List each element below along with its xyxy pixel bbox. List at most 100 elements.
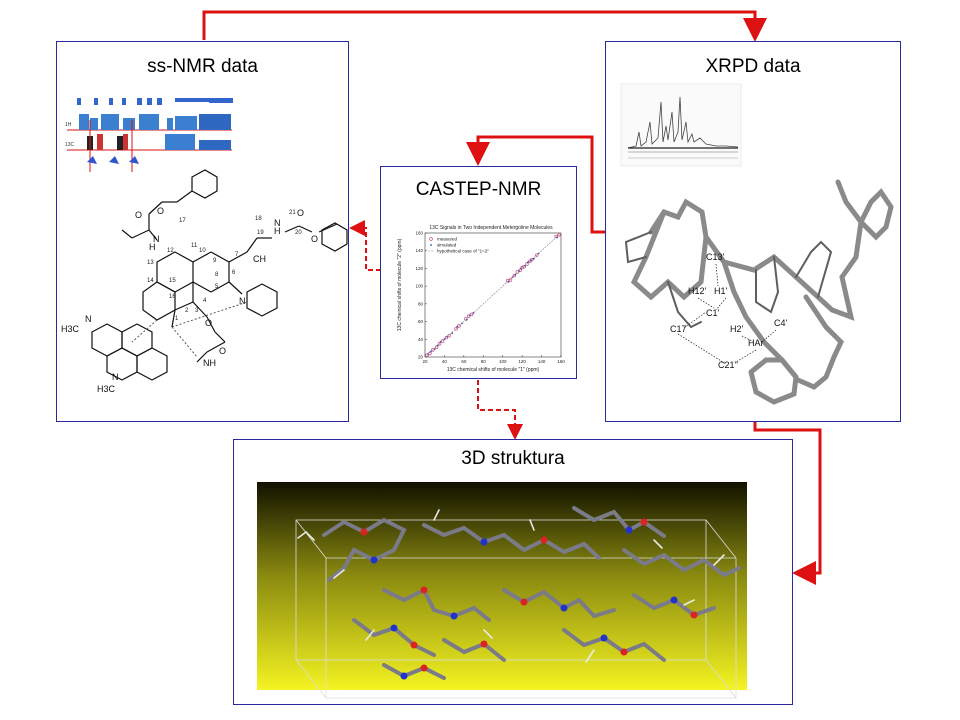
svg-text:CH: CH — [253, 254, 266, 264]
svg-text:N: N — [239, 296, 246, 306]
atom-labels: C13' H12' H1' C1' C17 H2' C4' HAr C21'' — [670, 252, 788, 370]
point-measured — [528, 259, 532, 264]
ssnmr-title: ss-NMR data — [147, 56, 258, 77]
castep-scatter-chart: 13C Signals in Two Independent Metergoli… — [397, 225, 565, 373]
svg-text:1: 1 — [175, 316, 179, 322]
svg-text:9: 9 — [213, 258, 217, 264]
point-measured — [434, 345, 439, 349]
arrow-castep-to-3d — [477, 380, 523, 440]
point-simulated — [532, 257, 535, 260]
svg-text:18: 18 — [255, 216, 262, 222]
svg-text:16: 16 — [169, 294, 176, 300]
svg-text:11: 11 — [191, 243, 198, 249]
svg-text:19: 19 — [257, 230, 264, 236]
y-tick-label: 60 — [418, 319, 424, 324]
powder-diffractogram — [620, 83, 742, 167]
svg-text:10: 10 — [199, 248, 206, 254]
svg-text:H3C: H3C — [97, 384, 116, 394]
svg-text:17: 17 — [179, 218, 186, 224]
svg-text:3: 3 — [195, 308, 199, 314]
point-simulated — [456, 325, 458, 328]
y-tick-label: 40 — [418, 337, 424, 342]
svg-text:O: O — [311, 234, 318, 244]
point-measured — [440, 339, 445, 343]
crystal-structure-render — [257, 482, 747, 699]
point-measured — [557, 233, 561, 237]
castep-title: CASTEP-NMR — [415, 179, 542, 200]
legend-entry: simulated — [437, 243, 457, 248]
x-tick-label: 40 — [442, 359, 448, 364]
legend-swatch — [430, 244, 432, 246]
legend-swatch — [429, 237, 433, 241]
svg-text:O: O — [157, 206, 164, 216]
point-measured — [437, 342, 442, 346]
legend-entry: hypothetical case of "1=2" — [437, 249, 489, 254]
y-tick-label: 140 — [415, 248, 423, 253]
legend-entry: measured — [437, 237, 458, 242]
y-tick-label: 80 — [418, 301, 424, 306]
point-measured — [454, 326, 458, 331]
label-c4: C4' — [774, 318, 788, 328]
x-tick-label: 20 — [422, 359, 428, 364]
svg-text:H: H — [149, 242, 156, 252]
svg-text:O: O — [219, 346, 226, 356]
point-measured — [554, 234, 558, 239]
label-har: HAr — [748, 338, 764, 348]
label-h12: H12' — [688, 286, 707, 296]
chart-ylabel: 13C chemical shifts of molecule "2" (ppm… — [397, 238, 403, 331]
svg-text:13: 13 — [147, 260, 154, 266]
point-measured — [505, 279, 510, 283]
label-c13: C13' — [706, 252, 725, 262]
svg-text:21: 21 — [289, 210, 296, 216]
xrpd-panel: XRPD data C13' H12' H1' C1' C17 — [605, 41, 901, 422]
svg-text:8: 8 — [215, 272, 219, 278]
svg-text:13C: 13C — [65, 142, 75, 148]
x-tick-label: 160 — [557, 359, 565, 364]
svg-text:N: N — [153, 234, 160, 244]
svg-text:O: O — [205, 318, 212, 328]
label-c1: C1' — [706, 308, 720, 318]
svg-text:14: 14 — [147, 278, 154, 284]
x-tick-label: 80 — [481, 359, 487, 364]
render-background — [257, 482, 747, 690]
y-tick-label: 100 — [415, 284, 423, 289]
point-measured — [457, 324, 461, 328]
struct3d-title: 3D struktura — [461, 448, 565, 469]
packed-molecules — [297, 506, 741, 680]
svg-text:2: 2 — [185, 308, 189, 314]
svg-text:15: 15 — [169, 278, 176, 284]
label-c17: C17 — [670, 324, 687, 334]
skeletal-molecule: O O N H NH O O N CH — [61, 169, 348, 394]
svg-text:20: 20 — [295, 230, 302, 236]
xrpd-illustration: C13' H12' H1' C1' C17 H2' C4' HAr C21'' — [620, 83, 894, 405]
point-measured — [469, 312, 474, 317]
svg-text:12: 12 — [167, 248, 174, 254]
svg-text:4: 4 — [203, 298, 207, 304]
arrow-xrpd-to-3d — [753, 421, 822, 585]
svg-text:H: H — [274, 226, 281, 236]
svg-text:N: N — [274, 218, 281, 228]
x-tick-label: 60 — [461, 359, 467, 364]
point-measured — [464, 317, 468, 321]
point-measured — [512, 273, 517, 278]
svg-text:N: N — [112, 372, 119, 382]
point-measured — [425, 353, 429, 357]
point-measured — [431, 348, 435, 352]
struct3d-panel: 3D struktura — [233, 439, 793, 705]
chart-title: 13C Signals in Two Independent Metergoli… — [429, 225, 553, 231]
arrow-xrpd-to-castep — [466, 135, 610, 234]
point-measured — [444, 335, 449, 340]
svg-text:5: 5 — [215, 284, 219, 290]
xrpd-title: XRPD data — [705, 56, 801, 77]
point-measured — [535, 253, 539, 257]
svg-text:N: N — [85, 314, 92, 324]
svg-text:H3C: H3C — [61, 324, 80, 334]
y-tick-label: 160 — [415, 231, 423, 236]
svg-text:6: 6 — [232, 270, 236, 276]
x-tick-label: 140 — [538, 359, 546, 364]
point-measured — [530, 257, 534, 262]
arrow-ssnmr-to-xrpd — [202, 10, 767, 42]
